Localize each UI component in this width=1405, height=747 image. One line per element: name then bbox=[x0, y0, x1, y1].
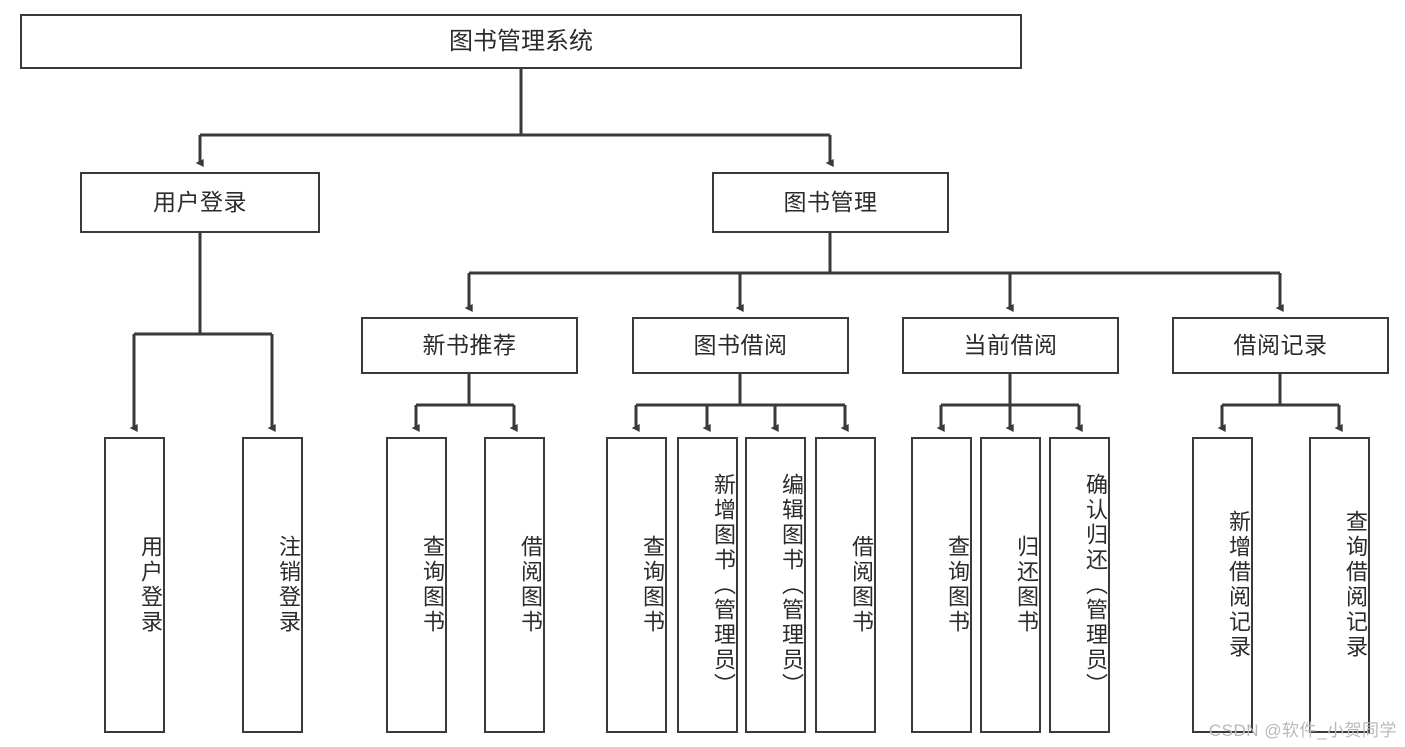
leaf-label: 借阅图书 bbox=[518, 535, 543, 635]
leaf-label: 确认归还（管理员） bbox=[1083, 472, 1108, 698]
leaf-query-record[interactable]: 查询借阅记录 bbox=[1309, 437, 1370, 733]
leaf-edit-book[interactable]: 编辑图书（管理员） bbox=[745, 437, 806, 733]
leaf-label: 查询图书 bbox=[945, 535, 970, 635]
leaf-label: 编辑图书（管理员） bbox=[779, 472, 804, 698]
leaf-user-login[interactable]: 用户登录 bbox=[104, 437, 165, 733]
leaf-add-book[interactable]: 新增图书（管理员） bbox=[677, 437, 738, 733]
leaf-label: 新增借阅记录 bbox=[1226, 510, 1251, 660]
leaf-label: 归还图书 bbox=[1014, 535, 1039, 635]
leaf-query-book-2[interactable]: 查询图书 bbox=[606, 437, 667, 733]
leaf-label: 注销登录 bbox=[276, 535, 301, 635]
leaf-query-book-1[interactable]: 查询图书 bbox=[386, 437, 447, 733]
leaf-add-record[interactable]: 新增借阅记录 bbox=[1192, 437, 1253, 733]
leaf-label: 查询图书 bbox=[640, 535, 665, 635]
node-current-borrow[interactable]: 当前借阅 bbox=[902, 317, 1119, 374]
node-user-login[interactable]: 用户登录 bbox=[80, 172, 320, 233]
node-book-management[interactable]: 图书管理 bbox=[712, 172, 949, 233]
leaf-label: 查询借阅记录 bbox=[1343, 510, 1368, 660]
leaf-logout[interactable]: 注销登录 bbox=[242, 437, 303, 733]
node-new-book-recommend[interactable]: 新书推荐 bbox=[361, 317, 578, 374]
leaf-label: 借阅图书 bbox=[849, 535, 874, 635]
leaf-return-book[interactable]: 归还图书 bbox=[980, 437, 1041, 733]
leaf-label: 新增图书（管理员） bbox=[711, 472, 736, 698]
leaf-label: 查询图书 bbox=[420, 535, 445, 635]
leaf-query-book-3[interactable]: 查询图书 bbox=[911, 437, 972, 733]
leaf-borrow-book-1[interactable]: 借阅图书 bbox=[484, 437, 545, 733]
leaf-borrow-book-2[interactable]: 借阅图书 bbox=[815, 437, 876, 733]
leaf-label: 用户登录 bbox=[138, 535, 163, 635]
csdn-watermark: CSDN @软件_小贺同学 bbox=[1208, 721, 1397, 740]
leaf-confirm-return[interactable]: 确认归还（管理员） bbox=[1049, 437, 1110, 733]
node-book-borrow[interactable]: 图书借阅 bbox=[632, 317, 849, 374]
node-root-system[interactable]: 图书管理系统 bbox=[20, 14, 1022, 69]
node-borrow-record[interactable]: 借阅记录 bbox=[1172, 317, 1389, 374]
